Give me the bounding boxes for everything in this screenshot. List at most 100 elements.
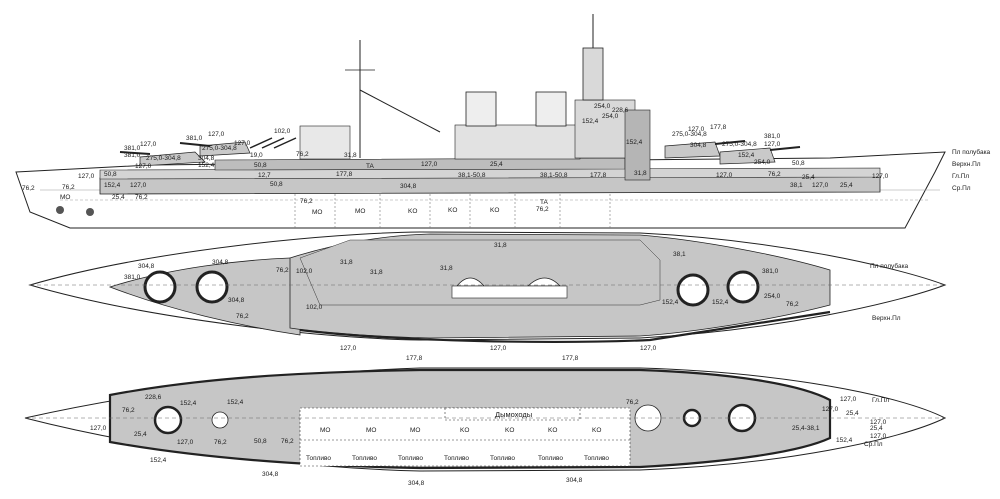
label: 127,0 [688,126,705,133]
label: 76,2 [214,439,227,446]
label: 152,4 [738,152,755,159]
label: 127,0 [640,345,657,352]
label: 50,8 [254,162,267,169]
compartment-ko: KO [592,427,601,434]
compartment-mo: MO [410,427,420,434]
label: 127,0 [870,433,887,440]
label: 275,0-304,8 [672,131,707,138]
label: 102,0 [306,304,323,311]
label: 76,2 [768,171,781,178]
label: 228,6 [612,107,629,114]
label: 152,4 [582,118,599,125]
label: 127,0 [208,131,225,138]
label: 76,2 [786,301,799,308]
deck-label-gl-pl: Гл.Пл [872,397,889,404]
compartment-ko: KO [505,427,514,434]
label: 127,0 [840,396,857,403]
label: 127,0 [78,173,95,180]
label: 76,2 [296,151,309,158]
label: 254,0 [594,103,611,110]
label: 25,4 [802,174,815,181]
label: 152,4 [712,299,729,306]
label: 38,1-50,8 [540,172,568,179]
label: MO [60,194,70,201]
label: 38,1 [790,182,803,189]
label: 304,8 [566,477,583,484]
deck-label-sr-pl: Ср.Пл [952,185,971,192]
label: 76,2 [281,438,294,445]
label: 152,4 [662,299,679,306]
label: 152,4 [836,437,853,444]
label: 76,2 [236,313,249,320]
label: 381,0 [124,274,141,281]
compartment-fuel: Топливо [398,455,423,462]
label: 127,0 [130,182,147,189]
label: 31,8 [440,265,453,272]
label: 127,0 [872,173,889,180]
label: 275,0-304,8 [146,155,181,162]
deck-label-pl-polubaka: Пл полубака [870,262,909,270]
label: 304,8 [138,263,155,270]
label: 76,2 [62,184,75,191]
label: 25,4 [490,161,503,168]
label: 304,8 [262,471,279,478]
label: 304,8 [198,155,215,162]
label: 25,4 [134,431,147,438]
label: 304,8 [690,142,707,149]
label: 50,8 [104,171,117,178]
label: 76,2 [135,194,148,201]
compartment-label: MO [355,208,365,215]
label: 127,0 [135,163,152,170]
compartment-fuel: Топливо [306,455,331,462]
label: 25,4-38,1 [792,425,820,432]
upper-deck-plan [28,231,947,343]
label: 31,8 [634,170,647,177]
label: 177,8 [562,355,579,362]
side-profile [15,14,946,229]
label: 38,1-50,8 [458,172,486,179]
label: 127,0 [716,172,733,179]
label: 31,8 [494,242,507,249]
label: 31,8 [344,152,357,159]
label: 228,6 [145,394,162,401]
label: 127,0 [140,141,157,148]
upper-deck-labels: 304,8 381,0 304,8 304,8 76,2 102,0 31,8 … [124,242,909,352]
lower-deck-labels: 177,8 177,8 76,2 228,6 152,4 152,4 127,0… [90,355,889,487]
label: 177,8 [590,172,607,179]
label: 177,8 [710,124,727,131]
label: 25,4 [112,194,125,201]
label: TA [366,163,374,170]
label: 76,2 [276,267,289,274]
label: 152,4 [198,162,215,169]
label: 152,4 [227,399,244,406]
label: 304,8 [400,183,417,190]
label: 127,0 [812,182,829,189]
label: 127,0 [764,141,781,148]
label: 304,8 [228,297,245,304]
deck-label-pl-polubaka: Пл полубака [952,148,991,156]
label: 76,2 [626,399,639,406]
label: 275,0-304,8 [202,145,237,152]
label: 12,7 [258,172,271,179]
label: 381,0 [124,145,141,152]
label: 50,8 [270,181,283,188]
deck-label-sr-pl: Ср.Пл [864,441,883,448]
compartment-fuel: Топливо [352,455,377,462]
label: 25,4 [870,425,883,432]
compartment-mo: MO [320,427,330,434]
label: 127,0 [234,140,251,147]
compartment-fuel: Топливо [490,455,515,462]
label: 102,0 [296,268,313,275]
compartment-label: MO [312,209,322,216]
deck-label-verkh-pl: Верхн.Пл [872,315,901,322]
label: TA [540,199,548,206]
side-view-labels: 381,0 127,0 381,0 127,0 275,0-304,8 381,… [22,103,991,216]
label: 38,1 [673,251,686,258]
deck-label-gl-pl: Гл.Пл [952,173,969,180]
compartment-mo: MO [366,427,376,434]
compartment-label: KO [408,208,417,215]
label: 275,0-304,8 [722,141,757,148]
label: 152,4 [626,139,643,146]
